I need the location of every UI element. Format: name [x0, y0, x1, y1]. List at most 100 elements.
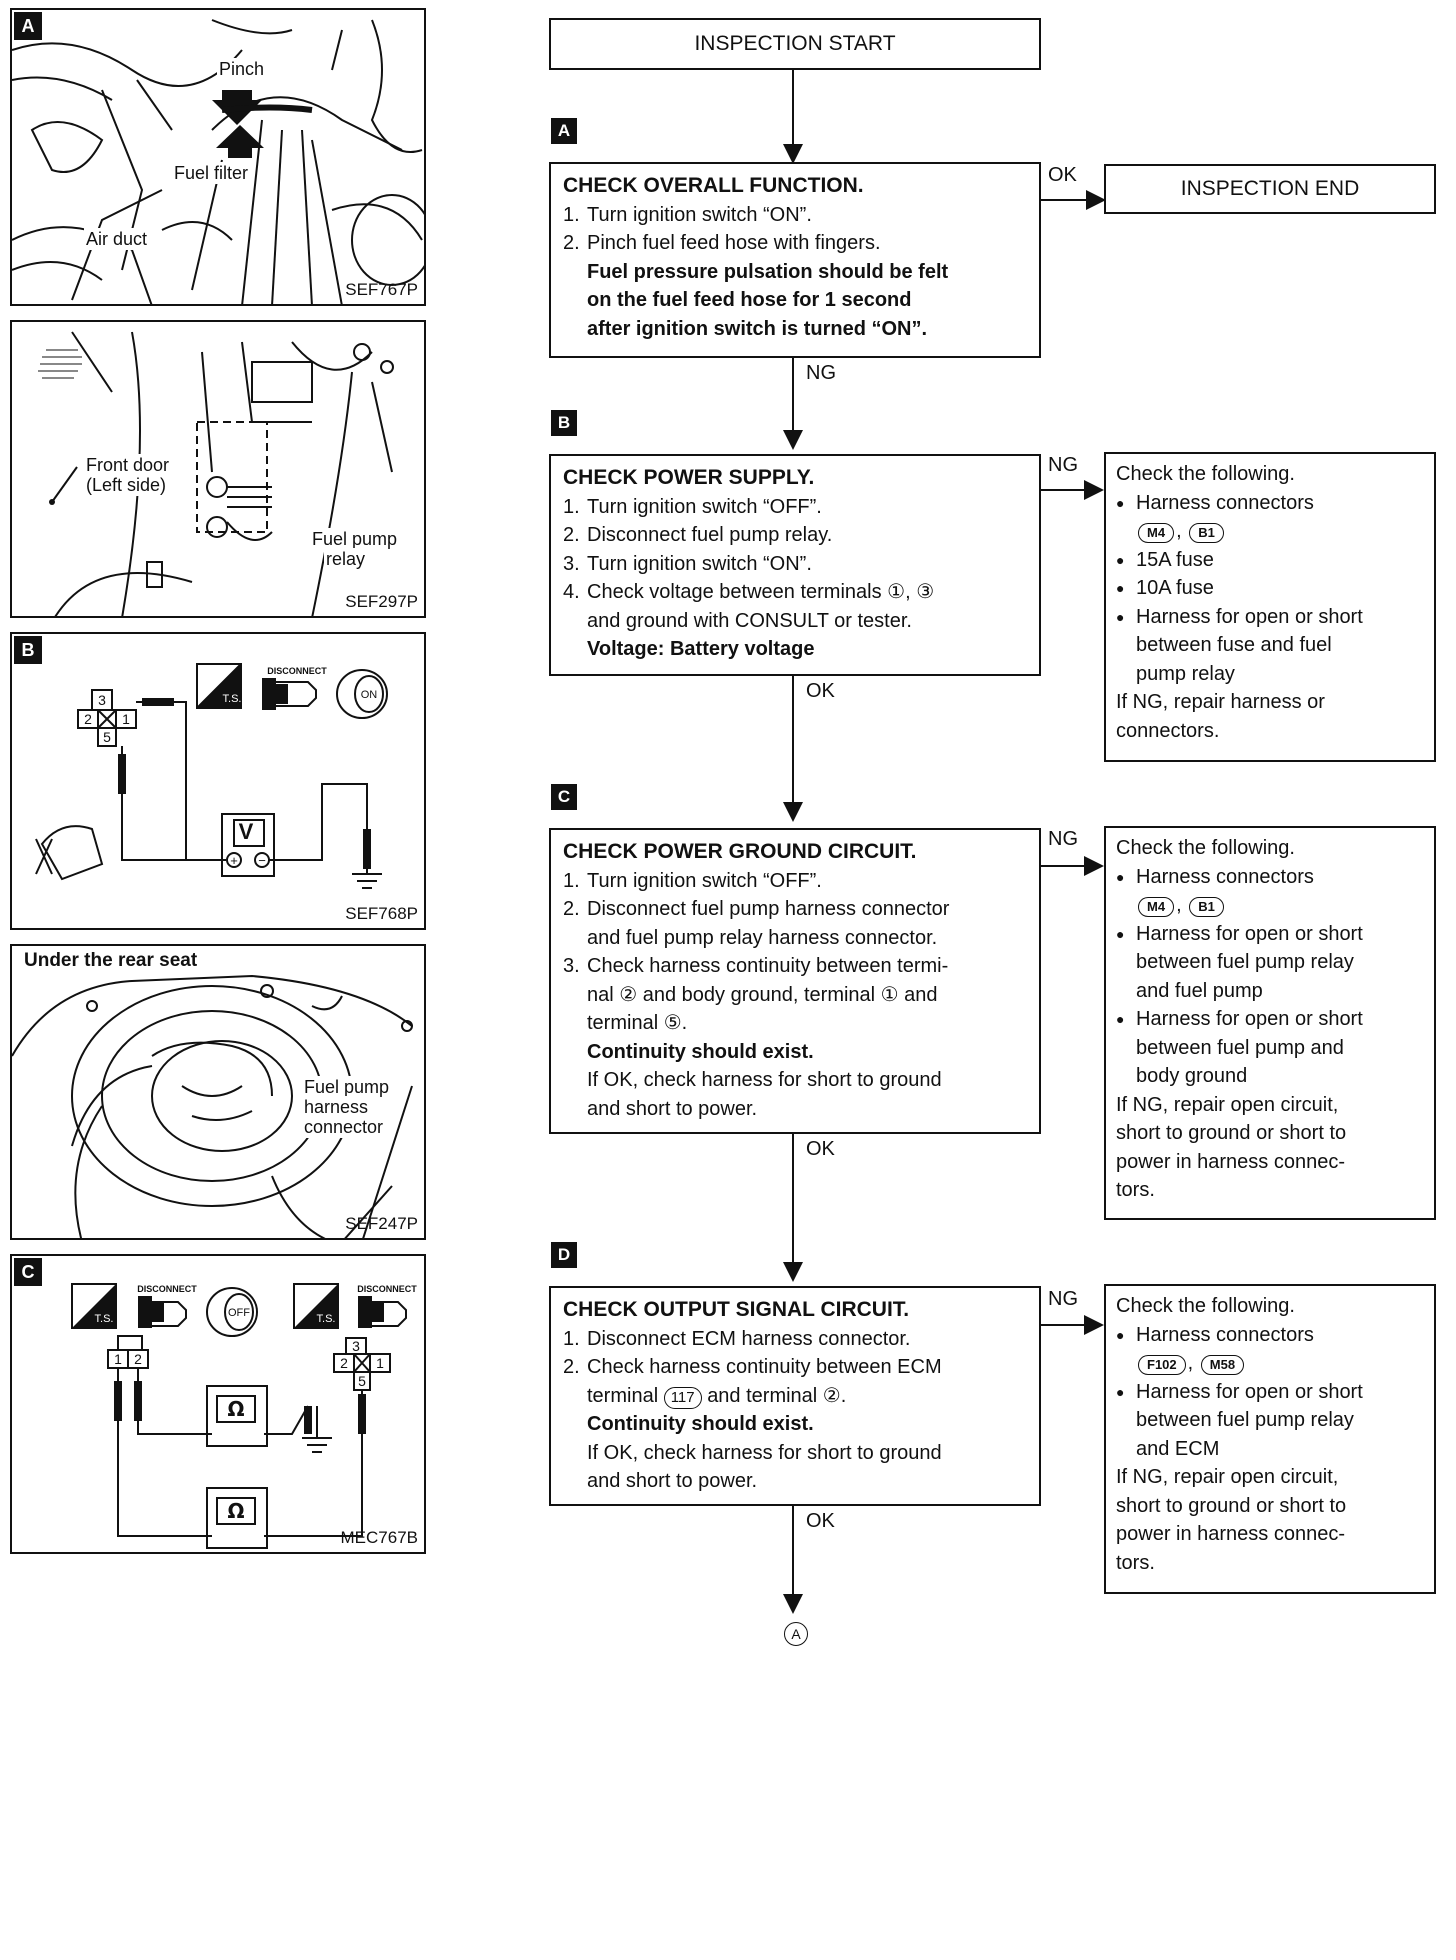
label-air-duct: Air duct: [84, 228, 150, 250]
note-d-tail-2: short to ground or short to: [1116, 1494, 1347, 1517]
note-b-head: Check the following.: [1116, 463, 1295, 485]
svg-text:+: +: [230, 853, 238, 868]
label-ng: NG: [1048, 828, 1078, 850]
step-tag-b: B: [551, 410, 577, 436]
figure-code: SEF768P: [345, 904, 418, 923]
step-d-terminal-rest: and terminal ②.: [707, 1384, 847, 1407]
note-c: Check the following. ●Harness connectors…: [1104, 826, 1436, 1220]
voltmeter-symbol: V: [239, 819, 254, 844]
step-a-item-1: Turn ignition switch “ON”.: [587, 203, 812, 226]
note-b-bullet-4-line-2: between fuse and fuel: [1136, 634, 1332, 656]
step-a-box: CHECK OVERALL FUNCTION. 1.Turn ignition …: [549, 162, 1041, 358]
step-c-item-2: Disconnect fuel pump harness connector: [587, 898, 950, 920]
step-a-criteria-3: after ignition switch is turned “ON”.: [587, 317, 928, 340]
label-fuel-filter: Fuel filter: [172, 162, 251, 184]
terminal-5: 5: [103, 729, 111, 745]
label-front-door: Front door: [84, 454, 172, 476]
note-c-bullet-3: Harness for open or short: [1136, 1008, 1363, 1030]
note-b-bullet-4: Harness for open or short: [1136, 605, 1363, 628]
label-ok: OK: [1048, 164, 1077, 186]
label-ok: OK: [806, 1510, 835, 1532]
connector-m4: M4: [1138, 523, 1175, 543]
step-tag-d: D: [551, 1242, 577, 1268]
step-d-after-1: If OK, check harness for short to ground: [587, 1441, 942, 1464]
terminal-3: 3: [98, 692, 106, 708]
step-a-criteria-2: on the fuel feed hose for 1 second: [587, 289, 912, 311]
step-d-after-2: and short to power.: [587, 1470, 758, 1492]
step-d-item-1: Disconnect ECM harness connector.: [587, 1327, 911, 1350]
note-d: Check the following. ●Harness connectors…: [1104, 1284, 1436, 1594]
step-c-after-1: If OK, check harness for short to ground: [587, 1069, 942, 1091]
step-tag-a: A: [551, 118, 577, 144]
panel-fuel-filter: A Pinch Fuel filter Air duct SEF767P: [10, 8, 426, 306]
figure-code: SEF247P: [345, 1214, 418, 1233]
label-left-side: (Left side): [84, 474, 169, 496]
terminal-5: 5: [358, 1373, 366, 1389]
step-c-title: CHECK POWER GROUND CIRCUIT.: [563, 840, 917, 863]
step-b-title: CHECK POWER SUPPLY.: [563, 466, 815, 489]
step-tag-c: C: [551, 784, 577, 810]
label-ng: NG: [1048, 1288, 1078, 1310]
step-c-item-2-cont: and fuel pump relay harness connector.: [587, 926, 938, 949]
note-b-bullet-1: Harness connectors: [1136, 491, 1314, 514]
continuation-marker: A: [784, 1622, 808, 1646]
step-b-item-1: Turn ignition switch “OFF”.: [587, 495, 822, 518]
label-ng: NG: [1048, 454, 1078, 476]
note-c-tail-3: power in harness connec-: [1116, 1150, 1346, 1173]
rear-seat-illustration: [12, 974, 413, 1238]
label-ok: OK: [806, 1138, 835, 1160]
note-d-bullet-1: Harness connectors: [1136, 1323, 1314, 1346]
panel-relay-location: Front door (Left side) Fuel pump relay S…: [10, 320, 426, 618]
note-d-bullet-2-line-2: between fuel pump relay: [1136, 1409, 1354, 1431]
panel-voltage-check: V + − 3 2 1 5 T.S. DISCONNECT ON B SEF76…: [10, 632, 426, 930]
panel-tag: B: [14, 636, 42, 664]
step-c-item-3: Check harness continuity between termi-: [587, 955, 949, 977]
step-a-criteria-1: Fuel pressure pulsation should be felt: [587, 260, 949, 283]
step-c-item-3-line-3: terminal ⑤.: [587, 1012, 688, 1034]
panel-continuity-check: Ω Ω 1 2 3 2 1 5 T.S. T.S. DISCONNECT DIS…: [10, 1254, 426, 1554]
step-b-box: CHECK POWER SUPPLY. 1.Turn ignition swit…: [549, 454, 1041, 676]
note-b-bullet-2: 15A fuse: [1136, 548, 1214, 571]
note-d-bullet-2-line-3: and ECM: [1136, 1437, 1220, 1460]
disconnect-icon: DISCONNECT: [137, 1284, 197, 1294]
step-b-criteria: Voltage: Battery voltage: [587, 638, 815, 660]
terminal-3: 3: [352, 1338, 360, 1354]
note-c-bullet-2-line-3: and fuel pump: [1136, 979, 1263, 1002]
step-a-title: CHECK OVERALL FUNCTION.: [563, 174, 864, 197]
ohmmeter-symbol: Ω: [227, 1499, 244, 1523]
step-c-after-2: and short to power.: [587, 1097, 758, 1120]
note-c-head: Check the following.: [1116, 837, 1295, 859]
terminal-2: 2: [340, 1355, 348, 1371]
step-d-title: CHECK OUTPUT SIGNAL CIRCUIT.: [563, 1298, 910, 1321]
ts-icon: T.S.: [223, 693, 242, 705]
label-fuel-pump: Fuel pump: [310, 528, 400, 550]
connector-b1: B1: [1189, 897, 1224, 917]
step-c-item-1: Turn ignition switch “OFF”.: [587, 869, 822, 892]
terminal-1: 1: [114, 1351, 122, 1367]
panel-tag: A: [14, 12, 42, 40]
note-c-bullet-3-line-2: between fuel pump and: [1136, 1036, 1344, 1059]
ts-icon: T.S.: [317, 1313, 336, 1325]
note-d-tail-3: power in harness connec-: [1116, 1523, 1346, 1545]
step-b-item-4-cont: and ground with CONSULT or tester.: [587, 609, 912, 632]
note-c-bullet-3-line-3: body ground: [1136, 1065, 1248, 1087]
note-d-tail-4: tors.: [1116, 1551, 1155, 1574]
figure-code: MEC767B: [340, 1528, 418, 1547]
figure-code: SEF297P: [345, 592, 418, 611]
ohmmeter-symbol: Ω: [227, 1397, 244, 1421]
panel-rear-seat: Under the rear seat Fuel pump harness co…: [10, 944, 426, 1240]
step-a-item-2: Pinch fuel feed hose with fingers.: [587, 232, 881, 254]
step-c-item-3-line-2: nal ② and body ground, terminal ① and: [587, 983, 938, 1006]
disconnect-icon: DISCONNECT: [357, 1284, 417, 1294]
terminal-1: 1: [122, 711, 130, 727]
note-d-tail-1: If NG, repair open circuit,: [1116, 1466, 1339, 1488]
inspection-start: INSPECTION START: [549, 18, 1041, 70]
disconnect-icon: DISCONNECT: [267, 666, 327, 676]
relay-location-illustration: [38, 331, 394, 616]
panel-title: Under the rear seat: [22, 950, 200, 972]
step-d-terminal-label: terminal: [587, 1384, 659, 1407]
step-b-item-4: Check voltage between terminals ①, ③: [587, 581, 935, 603]
label-connector: connector: [302, 1116, 386, 1138]
ecm-pin: 117: [663, 1386, 702, 1409]
panel-tag: C: [14, 1258, 42, 1286]
